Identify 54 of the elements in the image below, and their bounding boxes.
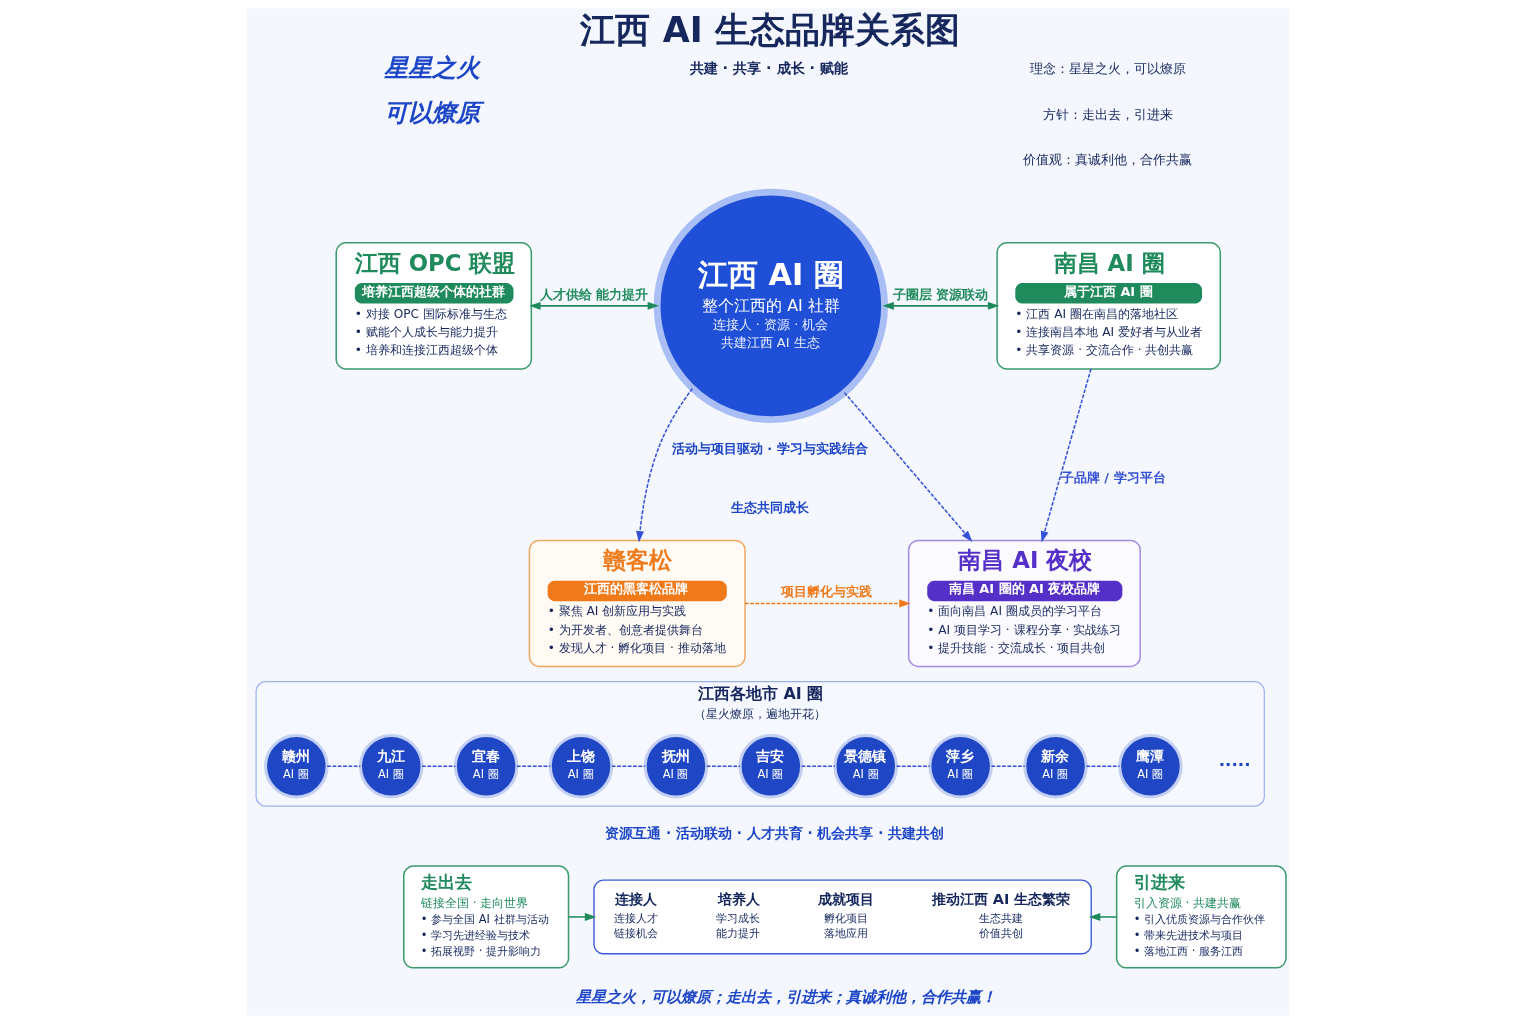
cluster bbox=[593, 879, 1092, 955]
label: 价值观：真诚利他，合作共赢 bbox=[1023, 152, 1193, 168]
diagram-title: 江西 AI 生态品牌关系图 bbox=[580, 9, 960, 50]
node-text: 成就项目 孵化项目 落地应用 bbox=[817, 891, 874, 941]
node-circle: 赣州 AI 圈 bbox=[264, 734, 329, 799]
arrow bbox=[529, 301, 660, 310]
node-circle: 鹰潭 AI 圈 bbox=[1118, 734, 1183, 799]
node-circle: 萍乡 AI 圈 bbox=[928, 734, 993, 799]
connector bbox=[990, 765, 1026, 767]
node-box: 南昌 AI 夜校 南昌 AI 圈的 AI 夜校品牌 • 面向南昌 AI 圈成员的学习平台 • AI 项目学习 · 课程分享 · 实战练习 • 提升技能 · 交流成长 · 项目共创 bbox=[907, 539, 1141, 668]
node-text: 连接人 连接人才 链接机会 bbox=[613, 891, 658, 941]
arrow bbox=[636, 387, 694, 543]
node-text: 培养人 学习成长 能力提升 bbox=[716, 891, 761, 941]
node-circle: 上饶 AI 圈 bbox=[548, 734, 614, 799]
edge-label: 子品牌 / 学习平台 bbox=[1060, 470, 1166, 486]
arrow bbox=[1040, 368, 1092, 543]
label: ····· bbox=[1218, 753, 1251, 774]
node-circle: 抚州 AI 圈 bbox=[643, 734, 709, 799]
connector bbox=[1085, 765, 1121, 767]
arrow bbox=[567, 912, 597, 921]
connector bbox=[611, 765, 646, 767]
connector bbox=[326, 765, 362, 767]
node-box: 引进来 引入资源 · 共建共赢 • 引入优质资源与合作伙伴 • 带来先进技术与项目 • 落地江西 · 服务江西 bbox=[1115, 865, 1287, 969]
edge-label: 项目孵化与实践 bbox=[780, 584, 872, 600]
connector bbox=[705, 765, 741, 767]
node-circle: 九江 AI 圈 bbox=[359, 734, 424, 799]
connector bbox=[895, 765, 931, 767]
edge-label: 人才供给 能力提升 bbox=[539, 286, 649, 302]
connector bbox=[516, 765, 551, 767]
node-circle: 宜春 AI 圈 bbox=[453, 734, 519, 799]
arrow bbox=[882, 301, 1000, 310]
label: 共建 · 共享 · 成长 · 赋能 bbox=[689, 60, 849, 77]
label: 资源互通 · 活动联动 · 人才共育 · 机会共享 · 共建共创 bbox=[605, 824, 945, 841]
label: 星星之火，可以燎原；走出去，引进来；真诚利他，合作共赢！ bbox=[576, 987, 997, 1006]
edge-label: 子圈层 资源联动 bbox=[892, 286, 989, 302]
node-box: 赣客松 江西的黑客松品牌 • 聚焦 AI 创新应用与实践 • 为开发者、创意者提供舞台 • 发现人才 · 孵化项目 · 推动落地 bbox=[528, 539, 746, 668]
label: 方针：走出去，引进来 bbox=[1043, 106, 1174, 122]
node-circle: 吉安 AI 圈 bbox=[738, 734, 804, 799]
label: 生态共同成长 bbox=[731, 499, 810, 515]
arrow bbox=[744, 599, 911, 608]
label: 星星之火 bbox=[384, 52, 481, 82]
node-box: 南昌 AI 圈 属于江西 AI 圈 • 江西 AI 圈在南昌的落地社区 • 连接南昌本地 AI 爱好者与从业者 • 共享资源 · 交流合作 · 共创共赢 bbox=[996, 242, 1222, 370]
label: 活动与项目驱动 · 学习与实践结合 bbox=[671, 441, 868, 457]
node-circle: 江西 AI 圈 整个江西的 AI 社群 连接人 · 资源 · 机会 共建江西 AI 生态 bbox=[653, 188, 888, 424]
arrow bbox=[843, 391, 973, 542]
node-box: 江西 OPC 联盟 培养江西超级个体的社群 • 对接 OPC 国际标准与生态 • 赋能个人成长与能力提升 • 培养和连接江西超级个体 bbox=[335, 242, 533, 370]
node-box: 走出去 链接全国 · 走向世界 • 参与全国 AI 社群与活动 • 学习先进经验与技术 • 拓展视野 · 提升影响力 bbox=[403, 865, 570, 969]
arrow bbox=[1088, 912, 1118, 921]
node-text: 推动江西 AI 生态繁荣 生态共建 价值共创 bbox=[931, 891, 1071, 941]
connector bbox=[421, 765, 457, 767]
label: 理念：星星之火，可以燎原 bbox=[1029, 61, 1186, 77]
node-circle: 景德镇 AI 圈 bbox=[833, 734, 898, 799]
connector bbox=[800, 765, 836, 767]
node-circle: 新余 AI 圈 bbox=[1023, 734, 1088, 799]
